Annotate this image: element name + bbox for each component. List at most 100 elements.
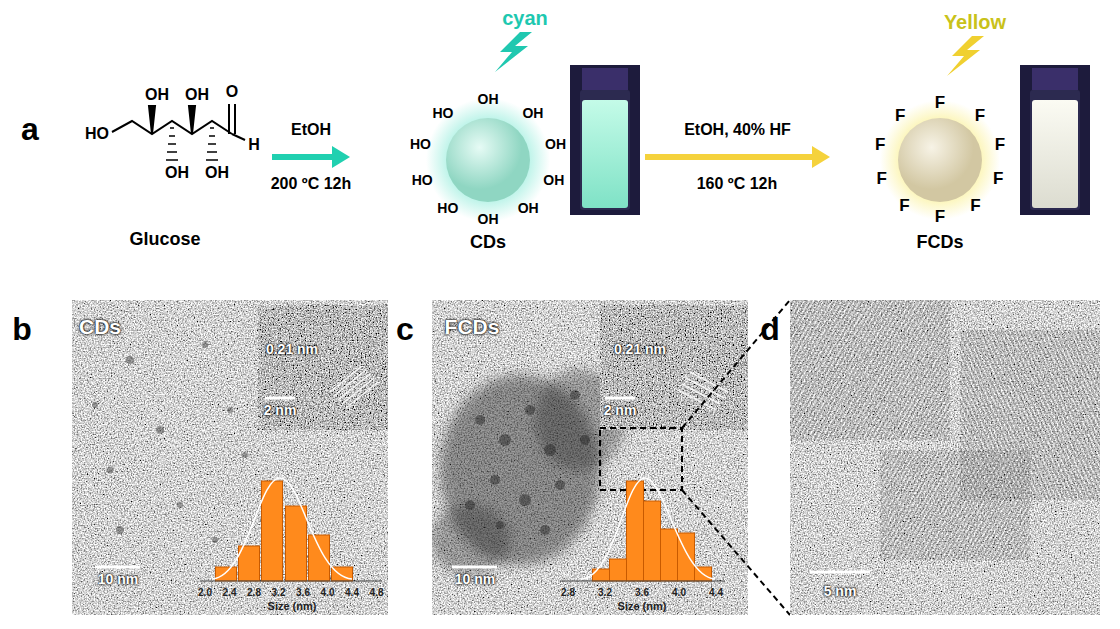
tem-image bbox=[810, 571, 870, 574]
axis-tick: 4.8 bbox=[370, 587, 384, 598]
atom-label: O bbox=[226, 83, 238, 101]
surface-group: HO bbox=[437, 201, 458, 216]
tem-image bbox=[286, 506, 307, 581]
arrow-shaft bbox=[272, 154, 336, 160]
tem-image bbox=[790, 300, 1100, 560]
tem-image bbox=[200, 581, 382, 582]
axis-tick: 3.6 bbox=[296, 587, 310, 598]
tem-image bbox=[790, 300, 1100, 615]
axis-tick: 2.0 bbox=[198, 587, 212, 598]
axis-tick: 3.6 bbox=[635, 587, 649, 598]
tem-image bbox=[540, 525, 550, 535]
tem-image bbox=[593, 481, 712, 581]
tem-image bbox=[686, 378, 724, 398]
vial-photo bbox=[1020, 65, 1090, 215]
axis-tick: 3.2 bbox=[598, 587, 612, 598]
tem-image bbox=[475, 415, 485, 425]
tem-image bbox=[92, 342, 248, 543]
axis-tick: 2.4 bbox=[223, 587, 237, 598]
fluorinated-dot bbox=[898, 118, 982, 202]
surface-group: HO bbox=[410, 137, 431, 152]
tem-image bbox=[202, 342, 208, 348]
reagent-label: EtOH, 40% HF bbox=[682, 121, 793, 139]
vial-photo bbox=[580, 90, 630, 210]
carbon-dot bbox=[426, 32, 550, 222]
zoom-lines bbox=[682, 300, 790, 428]
axis-title: Size (nm) bbox=[268, 600, 317, 612]
glucose-structure bbox=[207, 151, 217, 153]
surface-group: OH bbox=[518, 201, 539, 216]
glucose-structure bbox=[234, 104, 236, 134]
glucose-structure bbox=[149, 106, 155, 134]
glucose-structure bbox=[170, 127, 174, 129]
atom-label: OH bbox=[165, 164, 189, 182]
tem-image bbox=[330, 366, 362, 392]
reagent-label: EtOH bbox=[289, 121, 333, 139]
surface-group: F bbox=[995, 136, 1005, 155]
tem-image bbox=[496, 521, 504, 529]
surface-group: F bbox=[970, 197, 980, 216]
arrow-head bbox=[812, 146, 830, 168]
tem-image bbox=[309, 535, 330, 581]
panel-letter: a bbox=[21, 112, 39, 147]
glucose-structure bbox=[228, 104, 230, 134]
glucose-structure bbox=[167, 151, 177, 153]
vial-photo bbox=[1030, 90, 1080, 210]
axis-tick: 4.0 bbox=[672, 587, 686, 598]
tem-image bbox=[212, 537, 218, 543]
scale-label: 0.21 nm bbox=[614, 342, 666, 357]
sample-name: CDs bbox=[79, 315, 121, 338]
product-node: CDs bbox=[350, 95, 645, 257]
vial-photo bbox=[582, 68, 628, 90]
axis-tick: 3.2 bbox=[272, 587, 286, 598]
vial-photo bbox=[1020, 65, 1090, 215]
axis-title: Size (nm) bbox=[618, 600, 667, 612]
surface-group: F bbox=[993, 170, 1003, 189]
emission-color: cyan bbox=[502, 7, 548, 29]
tem-image bbox=[790, 300, 1100, 615]
node-label: CDs bbox=[470, 233, 506, 253]
surface-group: F bbox=[975, 107, 985, 126]
carbon-dot bbox=[495, 32, 532, 72]
tem-image bbox=[555, 480, 565, 490]
tem-image bbox=[216, 567, 237, 581]
tem-image bbox=[525, 405, 535, 415]
tem-image bbox=[156, 426, 164, 434]
glucose-structure bbox=[112, 121, 232, 134]
vial-photo bbox=[582, 100, 628, 208]
atom-label: H bbox=[248, 136, 260, 154]
surface-group: OH bbox=[543, 173, 564, 188]
tem-image bbox=[570, 390, 580, 400]
tem-image bbox=[72, 300, 388, 615]
vial-photo bbox=[570, 65, 640, 215]
axis-tick: 2.8 bbox=[561, 587, 575, 598]
fluorinated-dot bbox=[947, 36, 984, 76]
atom-label: OH bbox=[145, 86, 169, 104]
surface-group: HO bbox=[433, 106, 454, 121]
tem-image bbox=[580, 435, 590, 445]
reaction-arrow bbox=[645, 146, 830, 168]
tem-image bbox=[610, 559, 627, 581]
node-label: Glucose bbox=[129, 230, 200, 250]
sample-name: FCDs bbox=[445, 315, 500, 338]
carbon-dot bbox=[426, 98, 550, 222]
glucose-structure bbox=[168, 143, 176, 145]
scale-label: 0.21 nm bbox=[266, 342, 318, 357]
tem-image bbox=[490, 475, 500, 485]
tem-image bbox=[107, 467, 114, 474]
glucose-structure bbox=[166, 128, 218, 160]
tem-image bbox=[177, 502, 183, 508]
tem-image bbox=[72, 300, 388, 615]
tem-image bbox=[239, 546, 260, 581]
surface-group: F bbox=[935, 208, 945, 227]
tem-image bbox=[212, 478, 352, 579]
tem-image bbox=[346, 382, 378, 408]
surface-group: F bbox=[895, 107, 905, 126]
tem-image bbox=[627, 481, 644, 581]
tem-image bbox=[126, 356, 134, 364]
product-node: FCDs bbox=[830, 95, 1000, 257]
tem-image bbox=[258, 305, 388, 430]
surface-group: OH bbox=[478, 212, 499, 227]
axis-tick: 4.4 bbox=[709, 587, 723, 598]
tem-image bbox=[242, 452, 248, 458]
